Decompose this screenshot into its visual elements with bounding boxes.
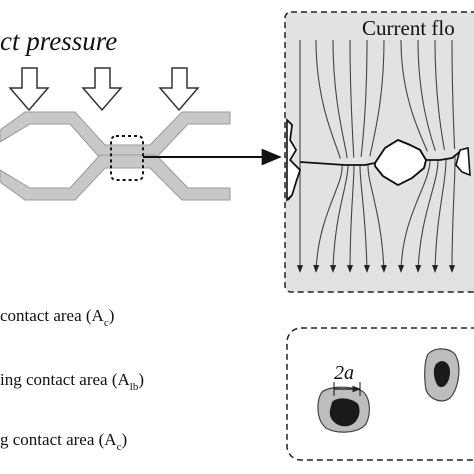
current-flow-arrow-icon [346, 39, 355, 273]
current-flow-arrow-icon [359, 39, 370, 273]
pressure-arrow-icon [158, 67, 200, 112]
legend-subscript: c [116, 441, 122, 453]
legend-close: ) [121, 430, 128, 449]
pressure-arrow-icon [8, 67, 50, 112]
legend-text: g contact area (A [0, 430, 117, 449]
current-flow-arrow-icon [330, 39, 349, 273]
legend-close: ) [108, 306, 115, 325]
pressure-arrows [8, 67, 200, 112]
contact-spot-core [433, 361, 450, 388]
legend-subscript: c [103, 317, 109, 329]
contact-spot-core [329, 398, 360, 427]
contact-spots-panel [286, 327, 474, 461]
current-flow-title: Current flo [362, 16, 455, 40]
current-flow-arrow-icon [448, 39, 456, 273]
pressure-label: ct pressure [0, 26, 118, 56]
contact-beams [0, 111, 231, 201]
current-flow-arrow-icon [432, 39, 447, 273]
lower-beam [0, 154, 231, 201]
legend-text: ing contact area (A [0, 370, 130, 389]
legend-subscript: lb [129, 381, 139, 393]
upper-beam [0, 111, 231, 159]
pressure-arrow-icon [81, 67, 123, 112]
legend-item-load-bearing-area: ing contact area (Alb) [0, 370, 145, 393]
legend-item-conducting-area: g contact area (Ac) [0, 430, 128, 453]
dimension-label: 2a [334, 362, 354, 384]
legend-text: contact area (A [0, 306, 104, 325]
legend-item-contact-area: contact area (Ac) [0, 306, 115, 329]
current-flow-panel [284, 11, 474, 293]
current-flow-arrow-icon [367, 39, 387, 273]
legend-close: ) [138, 370, 145, 389]
